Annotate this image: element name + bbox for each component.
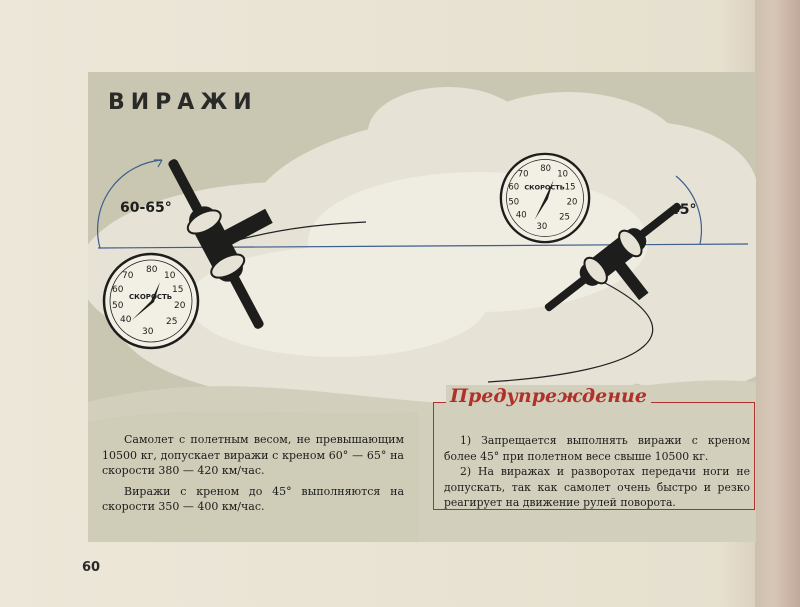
- right-angle-label: 45°: [670, 202, 697, 218]
- gauge-tick-10: 10: [557, 168, 568, 178]
- page-title: ВИРАЖИ: [108, 90, 258, 115]
- airspeed-gauge-right: 80 10 15 20 25 30 40 50 60 70 СКОРОСТЬ: [499, 152, 591, 244]
- illustration-panel: ВИРАЖИ 60-65° 45° 80 10 15 20 25 30 40 5…: [88, 72, 756, 542]
- left-paragraph: Самолет с полетным весом, не превышающим…: [102, 433, 404, 477]
- gauge-tick-80: 80: [540, 163, 551, 173]
- airplane-right: [544, 202, 682, 312]
- gauge-tick-20: 20: [174, 301, 186, 311]
- gauge-tick-70: 70: [518, 168, 529, 178]
- warning-box: Предупреждение 1) Запрещается выполнять …: [433, 385, 755, 511]
- airplane-left: [168, 159, 273, 329]
- gauge-tick-30: 30: [537, 221, 548, 231]
- gauge-tick-60: 60: [508, 182, 519, 192]
- left-angle-label: 60-65°: [120, 200, 172, 216]
- gauge-tick-80: 80: [146, 265, 158, 275]
- gauge-tick-15: 15: [172, 285, 183, 295]
- gauge-tick-50: 50: [508, 197, 519, 207]
- gauge-caption: СКОРОСТЬ: [129, 293, 172, 301]
- warning-text: 1) Запрещается выполнять виражи с креном…: [444, 433, 750, 511]
- left-text-block: Самолет с полетным весом, не превышающим…: [102, 432, 404, 520]
- gauge-tick-60: 60: [112, 285, 124, 295]
- gauge-tick-25: 25: [559, 212, 570, 222]
- gauge-tick-25: 25: [166, 317, 177, 327]
- gauge-tick-40: 40: [120, 315, 132, 325]
- warning-title: Предупреждение: [446, 385, 651, 407]
- gauge-tick-15: 15: [565, 182, 576, 192]
- gauge-caption: СКОРОСТЬ: [524, 184, 564, 192]
- airspeed-gauge-left: 80 10 15 20 25 30 40 50 60 70 СКОРОСТЬ: [102, 252, 200, 350]
- warning-item: 1) Запрещается выполнять виражи с креном…: [444, 434, 750, 463]
- book-spine: [755, 0, 800, 607]
- left-paragraph: Виражи с креном до 45° выполняются на ск…: [102, 484, 404, 514]
- gauge-tick-40: 40: [516, 210, 527, 220]
- gauge-tick-10: 10: [164, 271, 176, 281]
- gauge-tick-20: 20: [567, 197, 578, 207]
- warning-item: 2) На виражах и разворотах передачи ноги…: [444, 465, 750, 509]
- page-number: 60: [82, 560, 101, 575]
- gauge-tick-30: 30: [142, 327, 154, 337]
- clouds-background: [88, 87, 756, 542]
- gauge-tick-70: 70: [122, 271, 134, 281]
- gauge-tick-50: 50: [112, 301, 124, 311]
